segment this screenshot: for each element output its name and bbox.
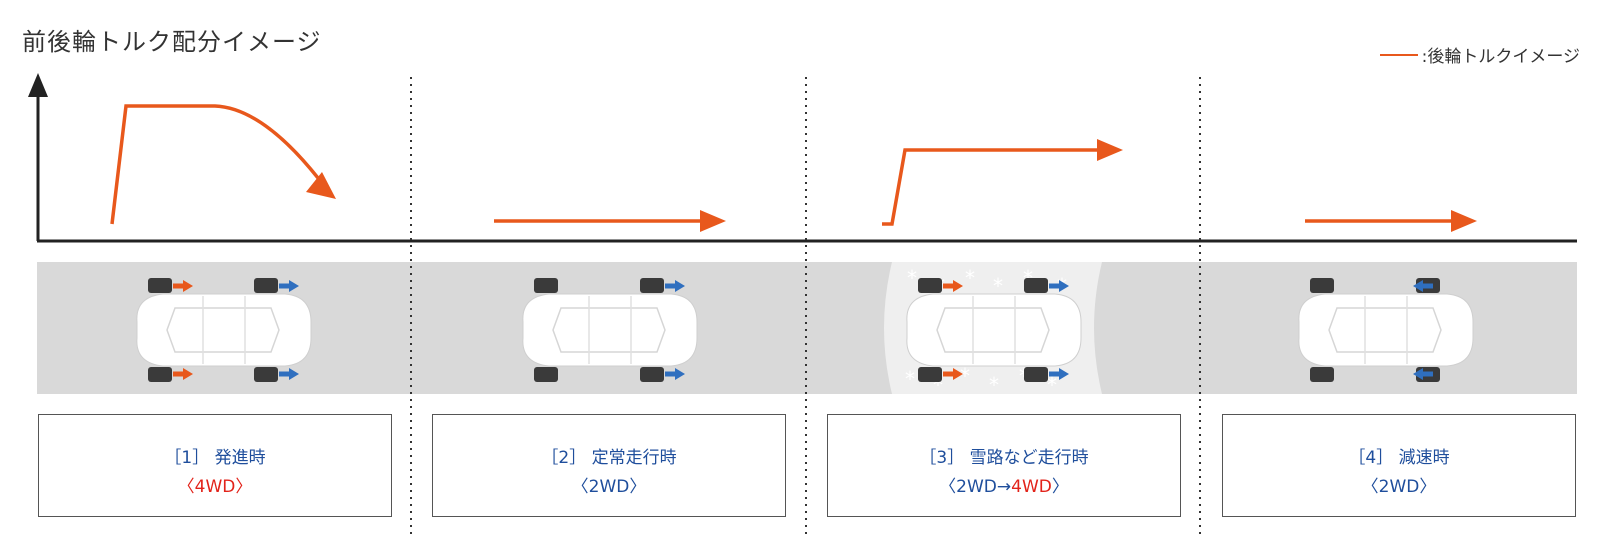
svg-text:*: * bbox=[907, 266, 917, 290]
phase-label: ［4］ 減速時 bbox=[1348, 448, 1450, 468]
svg-text:*: * bbox=[1047, 373, 1057, 397]
svg-text:*: * bbox=[989, 373, 999, 397]
car-phase2 bbox=[522, 277, 698, 383]
svg-text:*: * bbox=[993, 274, 1003, 298]
torque-arrowhead-phase4 bbox=[1451, 210, 1477, 232]
phase-box-4: ［4］ 減速時 〈2WD〉 bbox=[1222, 414, 1576, 517]
drive-mode: 〈2WD〉 bbox=[1361, 477, 1437, 497]
phase-box-3: ［3］ 雪路など走行時 〈2WD→4WD〉 bbox=[827, 414, 1181, 517]
diagram-title: 前後輪トルク配分イメージ bbox=[22, 28, 322, 56]
y-axis-arrowhead bbox=[28, 73, 48, 97]
drive-mode: 〈2WD→4WD〉 bbox=[939, 477, 1069, 497]
svg-text:*: * bbox=[905, 367, 915, 391]
phase-box-1: ［1］ 発進時 〈4WD〉 bbox=[38, 414, 392, 517]
svg-text:*: * bbox=[960, 364, 970, 388]
phase-box-2: ［2］ 定常走行時 〈2WD〉 bbox=[432, 414, 786, 517]
legend-label: :後輪トルクイメージ bbox=[1421, 47, 1580, 67]
torque-curve-phase1 bbox=[110, 104, 327, 225]
car-phase1 bbox=[136, 277, 312, 383]
torque-arrowhead-phase2 bbox=[700, 210, 726, 232]
car-phase3 bbox=[906, 277, 1082, 383]
torque-arrowhead-phase1 bbox=[306, 172, 336, 199]
phase-label: ［3］ 雪路など走行時 bbox=[919, 448, 1089, 468]
svg-text:*: * bbox=[933, 373, 943, 397]
phase-label: ［2］ 定常走行時 bbox=[541, 448, 677, 468]
torque-curve-phase3 bbox=[882, 148, 1099, 226]
drive-mode: 〈2WD〉 bbox=[571, 477, 647, 497]
torque-arrowhead-phase3 bbox=[1097, 139, 1123, 161]
legend: :後輪トルクイメージ bbox=[1379, 42, 1580, 67]
drive-mode: 〈4WD〉 bbox=[177, 477, 253, 497]
legend-line-swatch bbox=[1379, 53, 1418, 56]
phase-label: ［1］ 発進時 bbox=[164, 448, 266, 468]
svg-text:*: * bbox=[965, 266, 975, 290]
car-phase4 bbox=[1298, 277, 1474, 383]
